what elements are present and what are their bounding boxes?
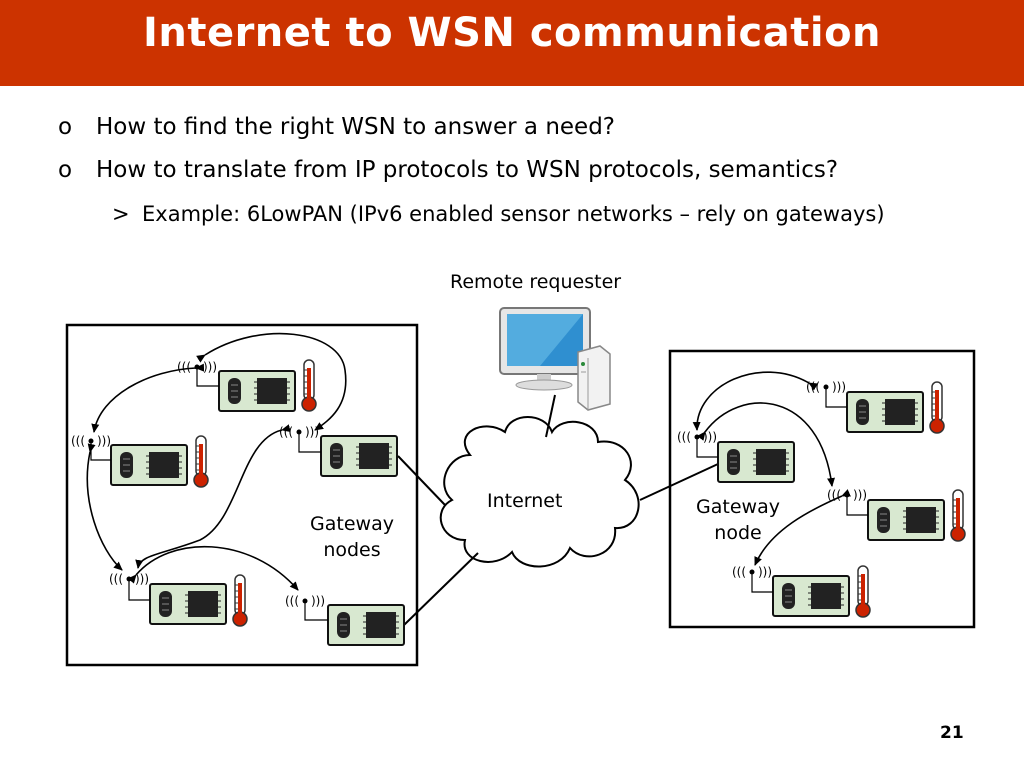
right-network-box — [668, 349, 976, 629]
sub-bullet-marker: > — [112, 202, 130, 226]
sub-bullet-text: Example: 6LowPAN (IPv6 enabled sensor ne… — [142, 202, 885, 226]
pc-tower-icon — [577, 345, 611, 411]
bullet-text: How to translate from IP protocols to WS… — [96, 157, 839, 183]
radio-antenna-icon — [70, 433, 112, 453]
bullet-2: o How to translate from IP protocols to W… — [58, 157, 838, 183]
remote-requester-label: Remote requester — [450, 271, 622, 293]
bullet-marker: o — [58, 157, 73, 183]
page-number: 21 — [940, 723, 964, 743]
radio-link — [754, 489, 851, 566]
radio-link — [135, 424, 291, 569]
sensor-board-icon — [327, 604, 405, 646]
internet-label: Internet — [487, 490, 563, 512]
sensor-board-icon — [867, 499, 945, 541]
radio-link — [127, 545, 299, 591]
radio-antenna-icon — [731, 564, 773, 584]
radio-antenna-icon — [826, 487, 868, 507]
sensor-board-icon — [717, 441, 795, 483]
radio-link — [697, 402, 835, 487]
radio-link — [692, 371, 818, 431]
radio-antenna-icon — [284, 593, 326, 613]
link-requester-internet — [545, 394, 556, 438]
sensor-board-icon — [846, 391, 924, 433]
thermometer-icon — [193, 435, 209, 488]
thermometer-icon — [855, 565, 871, 618]
slide-title: Internet to WSN communication — [142, 10, 882, 56]
link-left-gateway2-internet — [403, 552, 479, 626]
right-gateway-label-line1: Gateway — [696, 496, 780, 518]
thermometer-icon — [301, 359, 317, 412]
left-gateway-label-line1: Gateway — [310, 513, 394, 535]
thermometer-icon — [950, 489, 966, 542]
thermometer-icon — [232, 574, 248, 627]
radio-link — [86, 443, 123, 571]
left-gateway-label-line2: nodes — [323, 539, 381, 561]
bullet-1: o How to find the right WSN to answer a n… — [58, 114, 615, 140]
left-gateway-label: Gateway nodes — [300, 511, 404, 563]
bullet-text: How to find the right WSN to answer a ne… — [96, 114, 616, 140]
sub-bullet-1: > Example: 6LowPAN (IPv6 enabled sensor n… — [112, 202, 885, 226]
right-gateway-label-line2: node — [714, 522, 762, 544]
radio-antenna-icon — [108, 571, 150, 591]
title-bar — [0, 0, 1024, 86]
sensor-board-icon — [110, 444, 188, 486]
radio-link — [91, 363, 205, 433]
left-network-box — [65, 323, 419, 667]
sensor-board-icon — [149, 583, 227, 625]
cloud-icon — [439, 416, 640, 568]
sensor-board-icon — [218, 370, 296, 412]
sensor-board-icon — [320, 435, 398, 477]
radio-antenna-icon — [805, 379, 847, 399]
right-gateway-label: Gateway node — [686, 494, 790, 546]
thermometer-icon — [929, 381, 945, 434]
link-left-gateway1-internet — [397, 455, 446, 506]
sensor-board-icon — [772, 575, 850, 617]
radio-link — [196, 332, 347, 431]
radio-antenna-icon — [676, 429, 718, 449]
bullet-marker: o — [58, 114, 73, 140]
radio-antenna-icon — [278, 424, 320, 444]
computer-monitor-icon — [499, 307, 591, 391]
